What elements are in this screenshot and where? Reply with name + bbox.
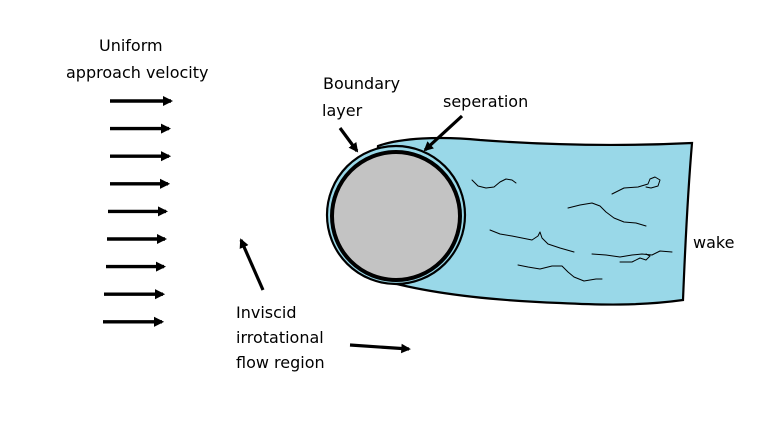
boundary-layer-pointer-arrow: [338, 127, 359, 153]
cylinder: [330, 150, 462, 282]
separation-label: seperation: [443, 92, 529, 111]
uniform-label-line1: Uniform: [99, 36, 163, 55]
uniform-label-line2: approach velocity: [66, 63, 209, 82]
inviscid-label-line3: flow region: [236, 353, 325, 372]
separation-pointer-arrow: [423, 114, 464, 152]
approach-velocity-arrows: [103, 95, 174, 327]
boundary-layer-label-line1: Boundary: [323, 74, 401, 93]
wake-label: wake: [693, 233, 735, 252]
inviscid-region-right-arrow: [349, 343, 411, 354]
boundary-layer-label-line2: layer: [322, 101, 363, 120]
inviscid-label-line1: Inviscid: [236, 303, 297, 322]
inviscid-region-up-arrow: [239, 238, 265, 291]
wake-turbulence-lines: [471, 176, 673, 282]
inviscid-label-line2: irrotational: [236, 328, 324, 347]
